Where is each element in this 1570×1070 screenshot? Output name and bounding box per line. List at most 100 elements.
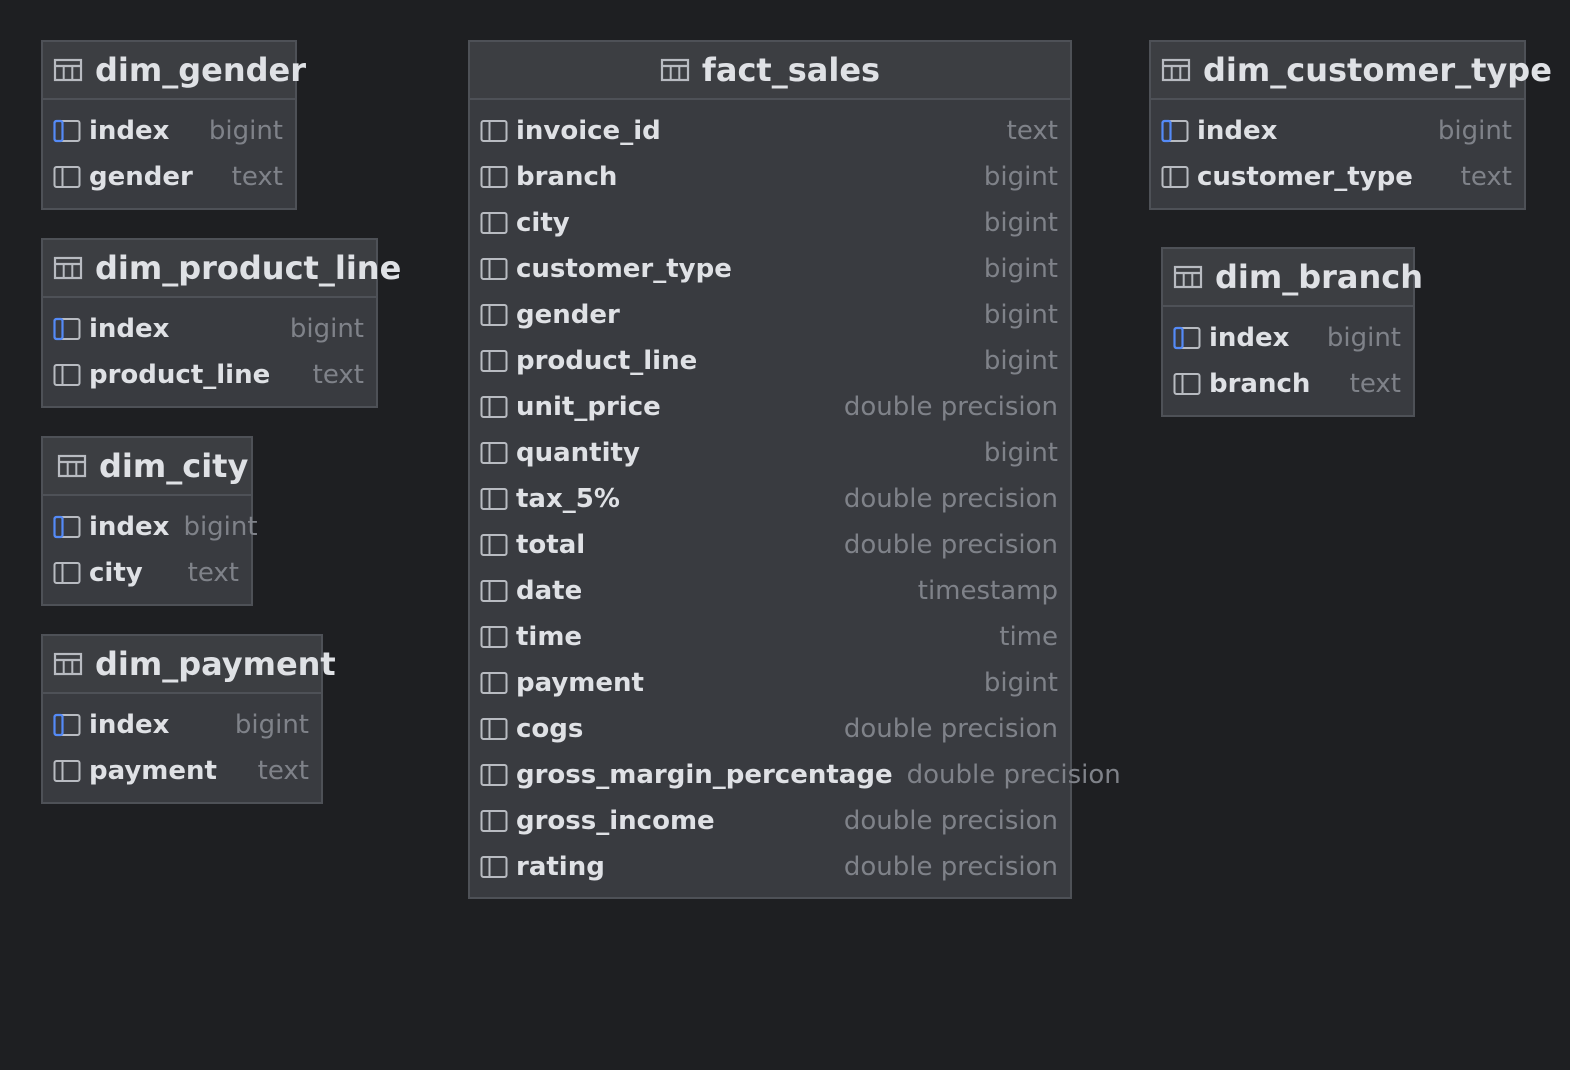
column-icon [480,810,508,832]
table-title: dim_customer_type [1203,51,1552,89]
table-header[interactable]: dim_gender [43,42,306,100]
table-dim_city[interactable]: dim_city index bigint city text [41,436,258,606]
column-row[interactable]: index bigint [1151,108,1524,154]
column-type: bigint [1326,323,1401,353]
column-row[interactable]: unit_price double precision [470,384,1070,430]
column-name: date [516,576,583,606]
column-row[interactable]: city bigint [470,200,1070,246]
column-row[interactable]: tax_5% double precision [470,476,1070,522]
column-icon [480,488,508,510]
column-type: bigint [208,116,283,146]
column-icon [480,442,508,464]
column-row[interactable]: customer_type text [1151,154,1524,200]
column-name: rating [516,852,605,882]
column-type: bigint [983,438,1058,468]
table-title: dim_gender [95,51,306,89]
column-type: bigint [234,710,309,740]
table-header[interactable]: fact_sales [470,42,1070,100]
column-row[interactable]: city text [43,550,251,596]
column-type: double precision [843,484,1058,514]
table-header[interactable]: dim_branch [1163,249,1423,307]
column-name: index [1197,116,1278,146]
column-icon [480,672,508,694]
column-row[interactable]: index bigint [43,306,376,352]
key-column-icon [53,713,81,737]
column-name: tax_5% [516,484,620,514]
table-grid-icon [53,58,83,82]
column-icon [480,304,508,326]
column-name: customer_type [516,254,732,284]
column-name: city [89,558,143,588]
column-icon [480,856,508,878]
column-name: gender [516,300,620,330]
column-type: double precision [843,392,1058,422]
column-name: cogs [516,714,584,744]
key-column-icon [53,515,81,539]
column-row[interactable]: product_line text [43,352,376,398]
column-row[interactable]: index bigint [43,108,295,154]
column-name: index [89,512,170,542]
column-name: customer_type [1197,162,1413,192]
table-dim_product_line[interactable]: dim_product_line index bigint product_li… [41,238,401,408]
column-name: city [516,208,570,238]
table-grid-icon [57,454,87,478]
column-name: index [1209,323,1290,353]
column-type: double precision [843,852,1058,882]
table-grid-icon [53,256,83,280]
column-name: total [516,530,586,560]
key-column-icon [1161,119,1189,143]
column-icon [480,580,508,602]
column-row[interactable]: gender bigint [470,292,1070,338]
column-name: index [89,116,170,146]
key-column-icon [1173,326,1201,350]
column-name: invoice_id [516,116,661,146]
column-name: product_line [516,346,698,376]
column-row[interactable]: index bigint [43,504,258,550]
column-type: bigint [983,668,1058,698]
column-icon [480,534,508,556]
table-dim_payment[interactable]: dim_payment index bigint payment text [41,634,336,804]
column-row[interactable]: gender text [43,154,295,200]
column-icon [480,718,508,740]
column-row[interactable]: payment bigint [470,660,1070,706]
column-type: text [187,558,239,588]
table-title: fact_sales [701,51,881,89]
table-header[interactable]: dim_payment [43,636,336,694]
column-name: payment [89,756,217,786]
column-row[interactable]: payment text [43,748,321,794]
table-dim_customer_type[interactable]: dim_customer_type index bigint customer_… [1149,40,1552,210]
column-type: text [1460,162,1512,192]
table-header[interactable]: dim_product_line [43,240,401,298]
column-type: double precision [843,530,1058,560]
column-row[interactable]: branch text [1163,361,1413,407]
column-row[interactable]: index bigint [43,702,321,748]
table-header[interactable]: dim_city [43,438,251,496]
column-row[interactable]: cogs double precision [470,706,1070,752]
column-type: bigint [983,208,1058,238]
column-icon [480,350,508,372]
column-row[interactable]: total double precision [470,522,1070,568]
table-title: dim_city [99,447,249,485]
table-header[interactable]: dim_customer_type [1151,42,1552,100]
column-row[interactable]: index bigint [1163,315,1413,361]
column-name: time [516,622,583,652]
column-name: payment [516,668,644,698]
column-type: bigint [983,162,1058,192]
column-name: unit_price [516,392,661,422]
column-row[interactable]: rating double precision [470,844,1070,890]
column-type: text [1349,369,1401,399]
column-type: double precision [843,714,1058,744]
column-type: bigint [983,300,1058,330]
table-dim_gender[interactable]: dim_gender index bigint gender text [41,40,306,210]
table-dim_branch[interactable]: dim_branch index bigint branch text [1161,247,1423,417]
